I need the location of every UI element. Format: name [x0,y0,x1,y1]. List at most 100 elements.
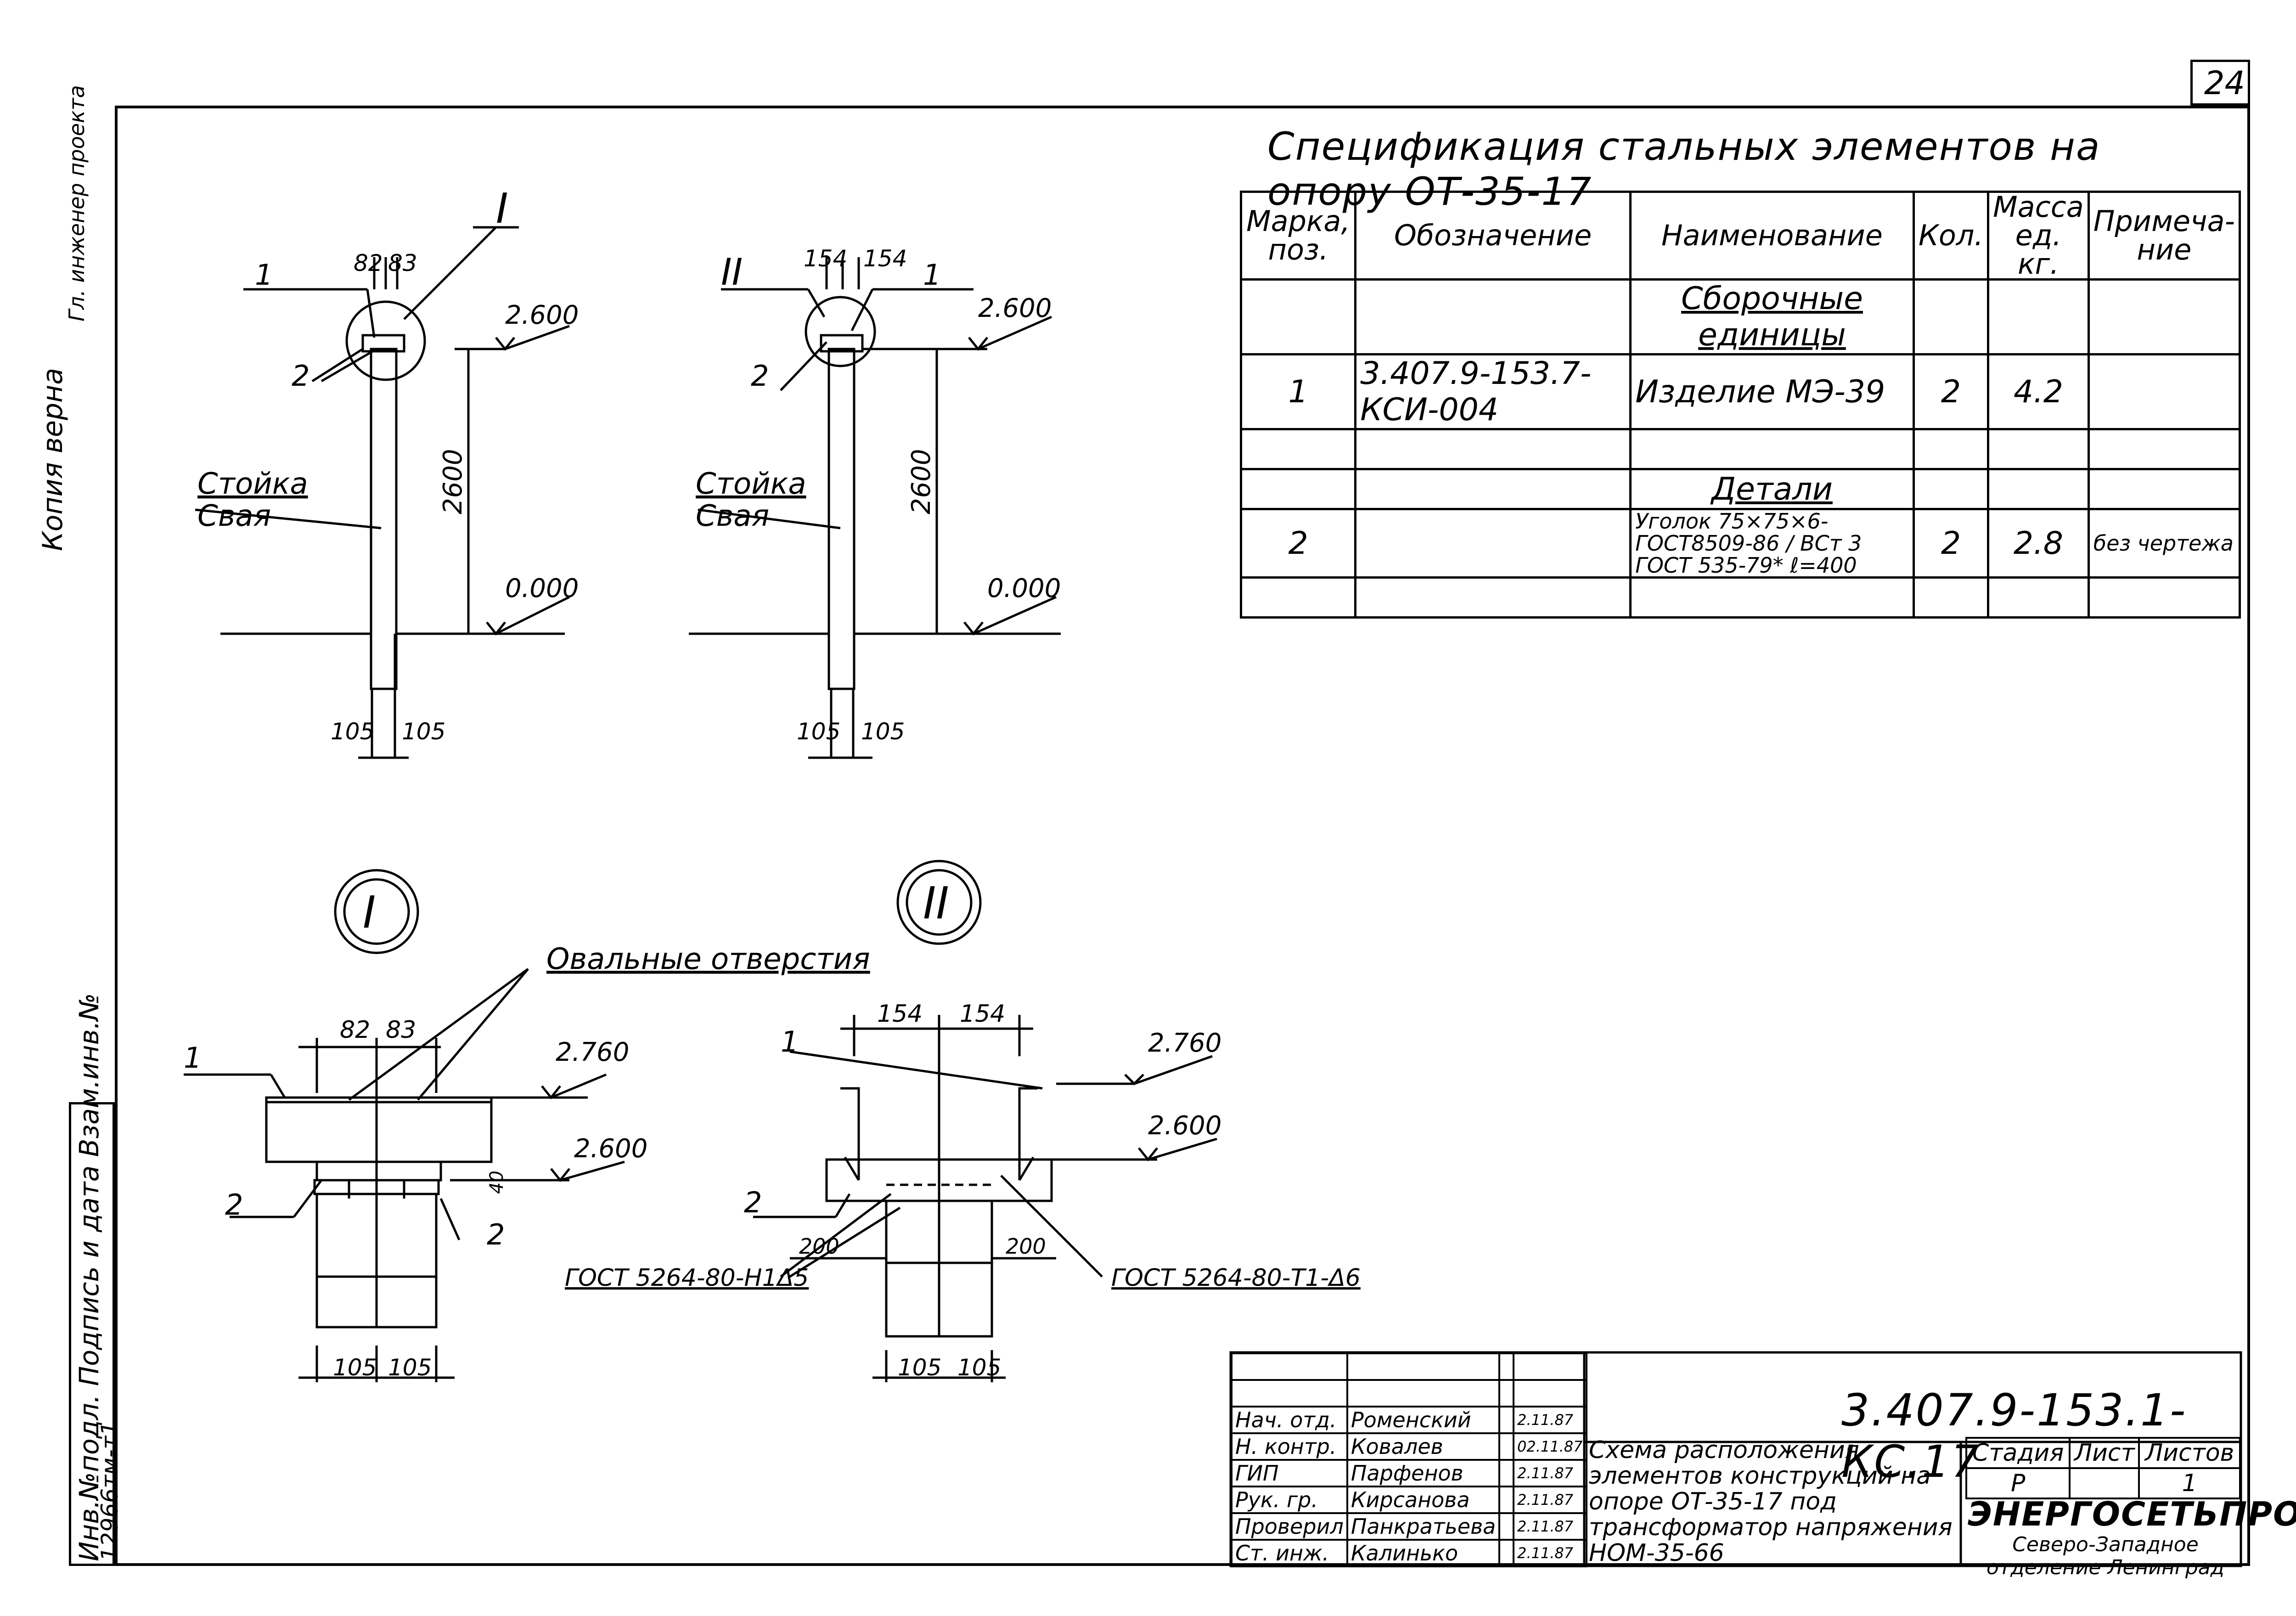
row1-mass: 4.2 [1987,353,2090,430]
drawing-frame [115,106,2250,1566]
leader-post-left [195,508,382,529]
row2-designation [1354,508,1632,579]
leader-pos2-left [311,348,364,383]
row2-name: Уголок 75×75×6-ГОСТ8509-86 / ВСт 3 ГОСТ … [1629,508,1915,579]
sig-name: Калинько [1346,1539,1501,1567]
col-mark: Марка, поз. [1239,191,1357,281]
col-qty: Кол. [1912,191,1990,281]
detail-II-level-top: 2.760 [1148,1028,1221,1058]
right-callout: II [721,251,743,293]
sig-date: 2.11.87 [1513,1406,1587,1434]
detail-I-level-mid: 2.600 [574,1134,647,1164]
detail-II-base-b: 105 [957,1354,1001,1381]
sig-signature [1498,1539,1514,1567]
sheet-value [2069,1467,2140,1499]
row2-note: без чертежа [2087,508,2241,579]
row1-name: Изделие МЭ-39 [1629,353,1915,430]
left-pos1: 1 [255,258,273,292]
sig-date: 2.11.87 [1513,1512,1587,1541]
stage-value: Р [1965,1467,2071,1499]
sig-name: Ковалев [1346,1432,1501,1461]
page-number: 24 [2204,64,2245,102]
stage-table: Стадия Лист Листов Р 1 [1965,1437,2241,1499]
detail-II-weld: ГОСТ 5264-80-Т1-Δ6 [1111,1264,1361,1292]
section-assembly: Сборочные единицы [1629,278,1915,355]
sig-name: Парфенов [1346,1459,1501,1487]
sig-date: 2.11.87 [1513,1486,1587,1514]
detail-II [753,860,1217,1382]
left-dim-a: 82 [354,250,383,276]
sig-name: Кирсанова [1346,1486,1501,1514]
cap-left [361,334,405,353]
title-block: Нач. отд. Роменский 2.11.87 Н. контр. Ко… [1231,1352,2296,1579]
col-designation: Обозначение [1354,191,1632,281]
page-number-box [2190,60,2250,106]
right-level-ground: 0.000 [987,574,1061,603]
sig-signature [1498,1512,1514,1541]
leader-pos2-right [780,341,827,391]
leader-oval-1 [348,968,529,1101]
detail-II-dim-c: 200 [799,1234,839,1259]
detail-II-dim-a: 154 [877,1000,923,1028]
sheets-value: 1 [2138,1467,2241,1499]
row1-designation: 3.407.9-153.7-КСИ-004 [1354,353,1632,430]
weld-leader-right [1000,1175,1103,1278]
sig-signature [1498,1459,1514,1487]
sig-signature [1498,1406,1514,1434]
leader-pos2b-detail-I [439,1198,461,1241]
row1-note [2087,353,2241,430]
spec-table: Марка, поз. Обозначение Наименование Кол… [1239,191,2241,619]
table-row: 1 3.407.9-153.7-КСИ-004 Изделие МЭ-39 2 … [1239,353,2241,430]
sig-date: 2.11.87 [1513,1539,1587,1567]
organization-name: ЭНЕРГОСЕТЬПРОЕКТ [1968,1495,2296,1533]
row1-mark: 1 [1239,353,1357,430]
right-label-post: Стойка [696,467,806,501]
detail-I-dim-a: 82 [340,1016,370,1044]
row2-mass: 2.8 [1987,508,2090,579]
right-pos2: 2 [751,359,769,393]
sig-role: Проверил [1231,1512,1348,1541]
document-code: 3.407.9-153.1-КС.17 [1841,1385,2187,1487]
right-height: 2600 [906,449,936,514]
left-base-b: 105 [402,718,445,745]
table-row: Детали [1239,468,2241,510]
detail-II-dim-d: 200 [1006,1234,1046,1259]
right-base-b: 105 [861,718,905,745]
weld-leader-left [780,1193,892,1278]
table-row [1239,576,2241,619]
organization: ЭНЕРГОСЕТЬПРОЕКТ Северо-Западное отделен… [1968,1495,2296,1579]
left-label-pile: Свая [197,499,271,533]
detail-II-callout: II [923,878,949,929]
row1-qty: 2 [1912,353,1990,430]
detail-I-callout: I [363,887,376,938]
detail-I [184,869,625,1382]
leader-oval-2 [417,968,529,1101]
sig-role: Н. контр. [1231,1432,1348,1461]
detail-II-dim-b: 154 [960,1000,1005,1028]
sig-signature [1498,1486,1514,1514]
sig-role: Ст. инж. [1231,1539,1348,1567]
table-row: ГИП Парфенов 2.11.87 [1231,1459,1587,1487]
callout-circle-right [805,296,876,367]
angle-right-detail-II [1018,1087,1038,1180]
row2-mark: 2 [1239,508,1357,579]
left-level-top: 2.600 [505,300,579,330]
section-details: Детали [1629,468,1915,510]
table-row: Н. контр. Ковалев 02.11.87 [1231,1432,1587,1461]
sheet-label: Лист [2069,1437,2140,1469]
right-elevation [689,257,1061,759]
document-description: Схема расположения элементов конструкций… [1589,1436,1953,1567]
detail-II-pos2: 2 [744,1186,762,1219]
detail-I-thickness: 40 [486,1171,507,1194]
detail-I-level-top: 2.760 [556,1037,629,1067]
right-label-pile: Свая [696,499,769,533]
left-elevation [195,226,570,759]
detail-I-weld: ГОСТ 5264-80-Н1Δ5 [565,1264,809,1292]
sig-name: Роменский [1346,1406,1501,1434]
left-pos2: 2 [292,359,310,393]
margin-stamp-box [69,1102,115,1566]
detail-II-pos1: 1 [781,1025,799,1059]
leader-post-right [698,508,841,529]
sig-role: Рук. гр. [1231,1486,1348,1514]
